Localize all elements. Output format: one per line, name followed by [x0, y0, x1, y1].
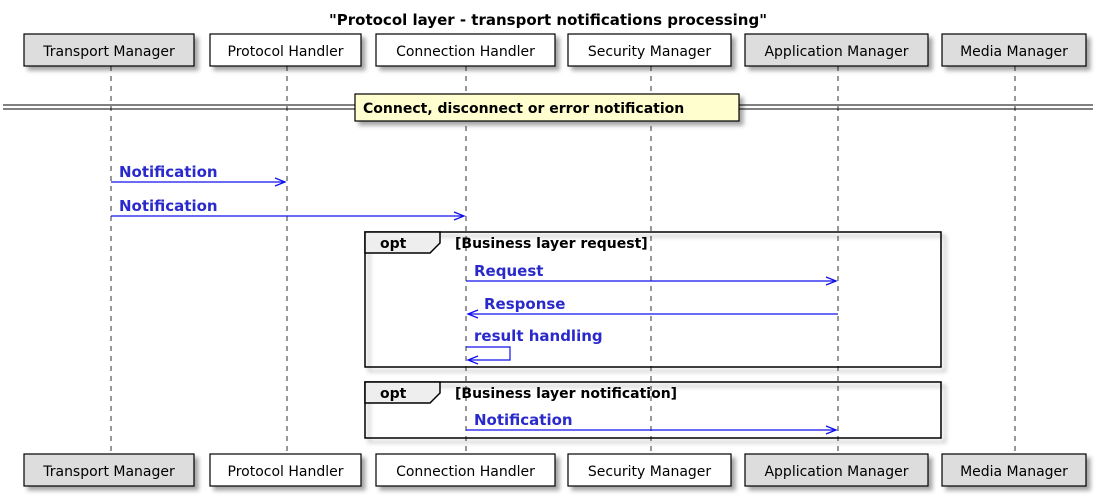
- participant-label: Media Manager: [960, 44, 1068, 60]
- divider-label: Connect, disconnect or error notificatio…: [363, 101, 684, 117]
- participant-rect: [209, 33, 362, 67]
- participant-label: Protocol Handler: [228, 464, 344, 480]
- message-label: result handling: [474, 327, 603, 345]
- participant-label: Transport Manager: [42, 464, 175, 480]
- frame-tab: [364, 381, 441, 404]
- participant-box: Protocol Handler: [209, 33, 362, 67]
- self-message-line: [466, 346, 511, 361]
- message-label: Request: [474, 262, 543, 280]
- participant-rect: [209, 453, 362, 487]
- participant-label: Connection Handler: [396, 44, 535, 60]
- participant-rect: [23, 453, 195, 487]
- participant-box: Application Manager: [744, 453, 929, 487]
- participant-rect: [744, 33, 929, 67]
- frame-keyword: opt: [380, 386, 407, 402]
- participant-label: Media Manager: [960, 464, 1068, 480]
- message: Request: [466, 262, 838, 286]
- participant-label: Application Manager: [764, 464, 908, 480]
- diagram-title: "Protocol layer - transport notification…: [329, 11, 767, 29]
- frame-condition: [Business layer request]: [455, 236, 648, 252]
- participant-label: Transport Manager: [42, 44, 175, 60]
- participant-label: Security Manager: [588, 44, 712, 60]
- participant-box: Transport Manager: [23, 33, 195, 67]
- lifelines: [110, 66, 1016, 454]
- participant-box: Media Manager: [941, 453, 1087, 487]
- participant-label: Application Manager: [764, 44, 908, 60]
- participant-box: Transport Manager: [23, 453, 195, 487]
- message: result handling: [466, 327, 603, 365]
- message-label: Notification: [119, 163, 218, 181]
- opt-frame-2: opt [Business layer notification]: [364, 381, 942, 439]
- arrow-head: [466, 309, 479, 319]
- message-label: Notification: [474, 411, 573, 429]
- message: Notification: [466, 411, 838, 435]
- frame-condition: [Business layer notification]: [455, 386, 677, 402]
- arrow-head: [274, 177, 287, 187]
- participant-rect: [744, 453, 929, 487]
- participant-box: Security Manager: [567, 453, 732, 487]
- opt-frame-1: opt [Business layer request]: [364, 231, 942, 368]
- participant-label: Security Manager: [588, 464, 712, 480]
- participant-rect: [567, 33, 732, 67]
- message: Notification: [111, 197, 466, 221]
- message: Notification: [111, 163, 287, 187]
- arrow-head: [466, 355, 479, 365]
- participant-rect: [23, 33, 195, 67]
- participants-bottom: Transport Manager Protocol Handler Connect…: [23, 453, 1087, 487]
- participant-box: Security Manager: [567, 33, 732, 67]
- frame-border: [364, 231, 942, 368]
- participant-box: Connection Handler: [375, 453, 556, 487]
- divider-box: [354, 93, 740, 122]
- arrow-head: [453, 211, 466, 221]
- participant-label: Protocol Handler: [228, 44, 344, 60]
- participant-box: Application Manager: [744, 33, 929, 67]
- divider: Connect, disconnect or error notificatio…: [3, 93, 1093, 122]
- messages: NotificationNotificationRequestResponser…: [111, 163, 838, 435]
- arrow-head: [825, 425, 838, 435]
- participant-rect: [941, 453, 1087, 487]
- participant-rect: [375, 33, 556, 67]
- participant-rect: [375, 453, 556, 487]
- participant-box: Protocol Handler: [209, 453, 362, 487]
- participants-top: Transport Manager Protocol Handler Connect…: [23, 33, 1087, 67]
- participant-box: Media Manager: [941, 33, 1087, 67]
- participant-label: Connection Handler: [396, 464, 535, 480]
- frame-border: [364, 381, 942, 439]
- message-label: Notification: [119, 197, 218, 215]
- participant-box: Connection Handler: [375, 33, 556, 67]
- participant-rect: [941, 33, 1087, 67]
- frame-tab: [364, 231, 441, 254]
- frame-keyword: opt: [380, 236, 407, 252]
- message-label: Response: [484, 295, 565, 313]
- participant-rect: [567, 453, 732, 487]
- arrow-head: [825, 276, 838, 286]
- message: Response: [466, 295, 838, 319]
